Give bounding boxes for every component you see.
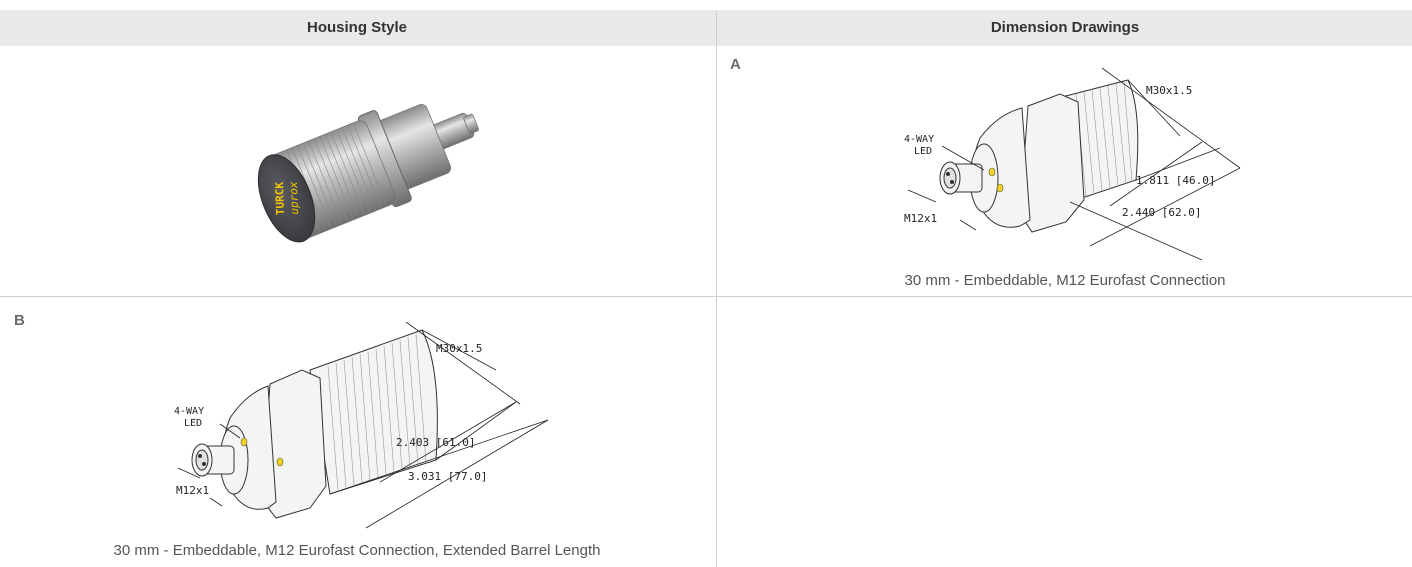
drawing-b-led-label-2: LED [184,418,202,429]
drawing-b-caption: 30 mm - Embeddable, M12 Eurofast Connect… [113,542,601,559]
drawing-b-dim-long: 3.031 [77.0] [408,470,487,483]
dimension-drawing-a: 4-WAY LED M30x1.5 1.811 [46.0] 2.440 [62… [904,67,1241,261]
product-photo: TURCK uprox [257,103,479,243]
drawing-a-connector-label: M12x1 [904,212,937,225]
drawing-b-dim-short: 2.403 [61.0] [396,436,475,449]
header-dimension-drawings: Dimension Drawings [990,19,1140,36]
drawing-b-letter: B [14,312,25,329]
drawing-b-connector-label: M12x1 [176,484,209,497]
drawing-a-caption: 30 mm - Embeddable, M12 Eurofast Connect… [904,272,1226,289]
led-indicator-a2 [996,183,1004,193]
table-header-row: Housing Style Dimension Drawings [0,10,1412,46]
drawing-a-dim-long: 2.440 [62.0] [1122,206,1201,219]
row-divider [0,296,1412,297]
drawing-a-thread-label: M30x1.5 [1146,84,1192,97]
drawing-a-led-label-2: LED [914,146,932,157]
led-indicator-b2 [276,457,284,467]
drawing-b-led-label-1: 4-WAY [174,406,204,417]
drawing-a-letter: A [730,56,741,73]
product-sub-label: uprox [287,181,301,215]
drawing-a-led-label-1: 4-WAY [904,134,934,145]
column-divider [716,10,717,567]
header-housing-style: Housing Style [306,19,407,36]
product-brand-label: TURCK [273,181,287,215]
drawing-b-thread-label: M30x1.5 [436,342,482,355]
led-indicator-a1 [988,167,996,177]
led-indicator-b1 [240,437,248,447]
drawing-a-dim-short: 1.811 [46.0] [1136,174,1215,187]
dimension-drawing-b: 4-WAY LED M30x1.5 2.403 [61.0] 3.031 [77… [174,321,549,529]
